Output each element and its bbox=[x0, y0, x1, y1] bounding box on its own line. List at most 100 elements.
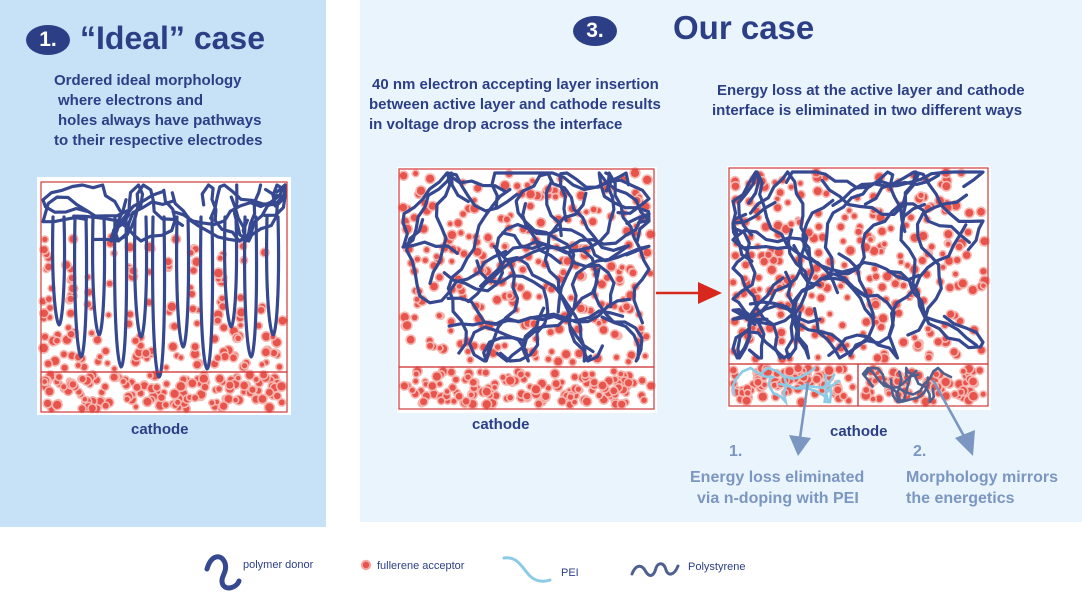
right-polymer-chains bbox=[731, 170, 985, 360]
fullerene-dot bbox=[133, 404, 139, 409]
fullerene-dot bbox=[506, 376, 515, 385]
fullerene-dot bbox=[908, 214, 914, 221]
fullerene-dot bbox=[589, 371, 595, 377]
fullerene-dot bbox=[224, 395, 233, 403]
fullerene-dot bbox=[952, 391, 958, 397]
fullerene-dot bbox=[492, 385, 497, 390]
fullerene-dot bbox=[567, 394, 574, 400]
fullerene-dot bbox=[761, 223, 770, 231]
polymer-chain bbox=[736, 244, 803, 360]
fullerene-dot bbox=[977, 208, 985, 216]
fullerene-dot bbox=[968, 286, 977, 294]
fullerene-dot bbox=[591, 379, 598, 386]
polymer-chain bbox=[442, 222, 562, 293]
fullerene-dot bbox=[819, 233, 827, 241]
fullerene-dot bbox=[209, 400, 215, 406]
fullerene-dot bbox=[514, 183, 521, 189]
fullerene-dot bbox=[776, 189, 784, 196]
fullerene-dot bbox=[460, 250, 468, 257]
fullerene-dot bbox=[424, 247, 430, 253]
ours-right-description-2: interface is eliminated in two different… bbox=[712, 102, 1023, 119]
fullerene-dot bbox=[899, 338, 908, 347]
polystyrene-strand bbox=[895, 369, 918, 404]
pei-legend-icon bbox=[502, 556, 552, 583]
polymer-donor-legend-icon bbox=[204, 554, 242, 591]
fullerene-dot bbox=[788, 221, 794, 227]
fullerene-dot bbox=[102, 347, 109, 355]
fullerene-dot bbox=[42, 379, 47, 384]
fullerene-dot bbox=[547, 329, 554, 336]
fullerene-dot bbox=[164, 365, 169, 370]
fullerene-dot bbox=[530, 178, 535, 184]
fullerene-dot bbox=[482, 387, 491, 396]
fullerene-dot bbox=[399, 172, 408, 180]
fullerene-dot bbox=[945, 257, 953, 265]
fullerene-dot bbox=[958, 279, 967, 288]
fullerene-dot bbox=[474, 184, 482, 192]
fullerene-dot bbox=[420, 398, 428, 406]
fullerene-dot bbox=[965, 209, 974, 217]
fullerene-dot bbox=[240, 381, 248, 390]
fullerene-dot bbox=[871, 300, 880, 309]
fullerene-dot bbox=[785, 200, 791, 205]
fullerene-dot bbox=[237, 308, 246, 317]
polymer-chain bbox=[482, 244, 526, 363]
fullerene-dot bbox=[448, 221, 453, 226]
fullerene-dot bbox=[643, 175, 652, 184]
fullerene-dot bbox=[861, 344, 866, 350]
pei-strand bbox=[731, 366, 775, 396]
way2-callout-arrow-icon bbox=[931, 379, 975, 456]
fullerene-dot bbox=[40, 309, 48, 317]
polymer-chain bbox=[514, 171, 576, 314]
fullerene-dot bbox=[163, 381, 170, 387]
fullerene-dot bbox=[835, 366, 843, 373]
fullerene-dot bbox=[978, 346, 985, 354]
fullerene-dot bbox=[855, 228, 862, 235]
fullerene-dot bbox=[980, 268, 987, 275]
fullerene-dot bbox=[449, 259, 455, 264]
fullerene-dot bbox=[568, 295, 574, 301]
fullerene-dot bbox=[760, 258, 768, 266]
fullerene-dot bbox=[507, 293, 513, 298]
fullerene-dot bbox=[265, 403, 274, 412]
fullerene-dot bbox=[590, 206, 597, 213]
fullerene-dot bbox=[470, 379, 477, 386]
fullerene-dot bbox=[171, 323, 178, 330]
polymer-chain bbox=[209, 183, 287, 220]
fullerene-dot bbox=[870, 247, 879, 255]
fullerene-dot bbox=[813, 187, 822, 195]
fullerene-dot bbox=[754, 379, 762, 386]
fullerene-dot bbox=[465, 349, 471, 354]
fullerene-dot bbox=[925, 326, 931, 332]
fullerene-dot bbox=[545, 356, 551, 362]
fullerene-dot bbox=[120, 379, 126, 384]
polymer-chain bbox=[597, 171, 651, 243]
fullerene-dot bbox=[133, 383, 141, 391]
fullerene-dot bbox=[277, 382, 286, 391]
fullerene-dot bbox=[732, 252, 739, 259]
fullerene-dot bbox=[842, 214, 848, 221]
polymer-chain bbox=[784, 228, 810, 360]
fullerene-dot bbox=[453, 376, 459, 383]
fullerene-dot bbox=[921, 397, 930, 406]
fullerene-dot bbox=[42, 236, 48, 242]
fullerene-dot bbox=[558, 397, 566, 405]
fullerene-dot bbox=[436, 313, 442, 319]
fullerene-dot bbox=[569, 359, 576, 365]
fullerene-dot bbox=[257, 307, 265, 314]
polymer-finger bbox=[51, 215, 67, 327]
fullerene-dot bbox=[519, 266, 526, 273]
fullerene-dot bbox=[876, 395, 883, 402]
fullerene-dot bbox=[414, 256, 420, 262]
fullerene-dot bbox=[549, 349, 555, 355]
fullerene-dot bbox=[97, 354, 103, 360]
fullerene-dot bbox=[107, 280, 113, 287]
fullerene-dot bbox=[840, 238, 846, 244]
fullerene-dot bbox=[960, 368, 966, 374]
fullerene-dot bbox=[878, 227, 886, 235]
polymer-chain bbox=[479, 256, 593, 363]
fullerene-dot bbox=[742, 396, 751, 405]
fullerene-dot bbox=[241, 389, 247, 395]
fullerene-dot bbox=[81, 364, 88, 371]
fullerene-dot bbox=[188, 290, 195, 298]
